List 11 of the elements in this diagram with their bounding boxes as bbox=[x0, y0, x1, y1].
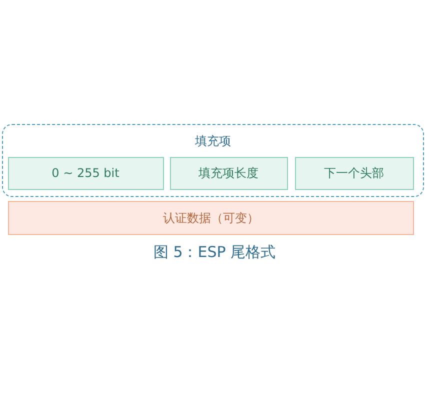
field-label: 下一个头部 bbox=[324, 164, 384, 182]
field-label: 填充项长度 bbox=[198, 164, 258, 182]
field-box bbox=[8, 201, 414, 235]
group-title: 填充项 bbox=[195, 133, 231, 150]
field-label: 认证数据（可变） bbox=[163, 210, 259, 226]
field-label: 0 ~ 255 bit bbox=[52, 166, 120, 180]
dashed-group-frame bbox=[2, 124, 424, 197]
figure-caption: 图 5：ESP 尾格式 bbox=[153, 243, 276, 261]
field-box bbox=[8, 156, 164, 190]
field-box bbox=[294, 156, 414, 190]
field-box bbox=[170, 156, 288, 190]
